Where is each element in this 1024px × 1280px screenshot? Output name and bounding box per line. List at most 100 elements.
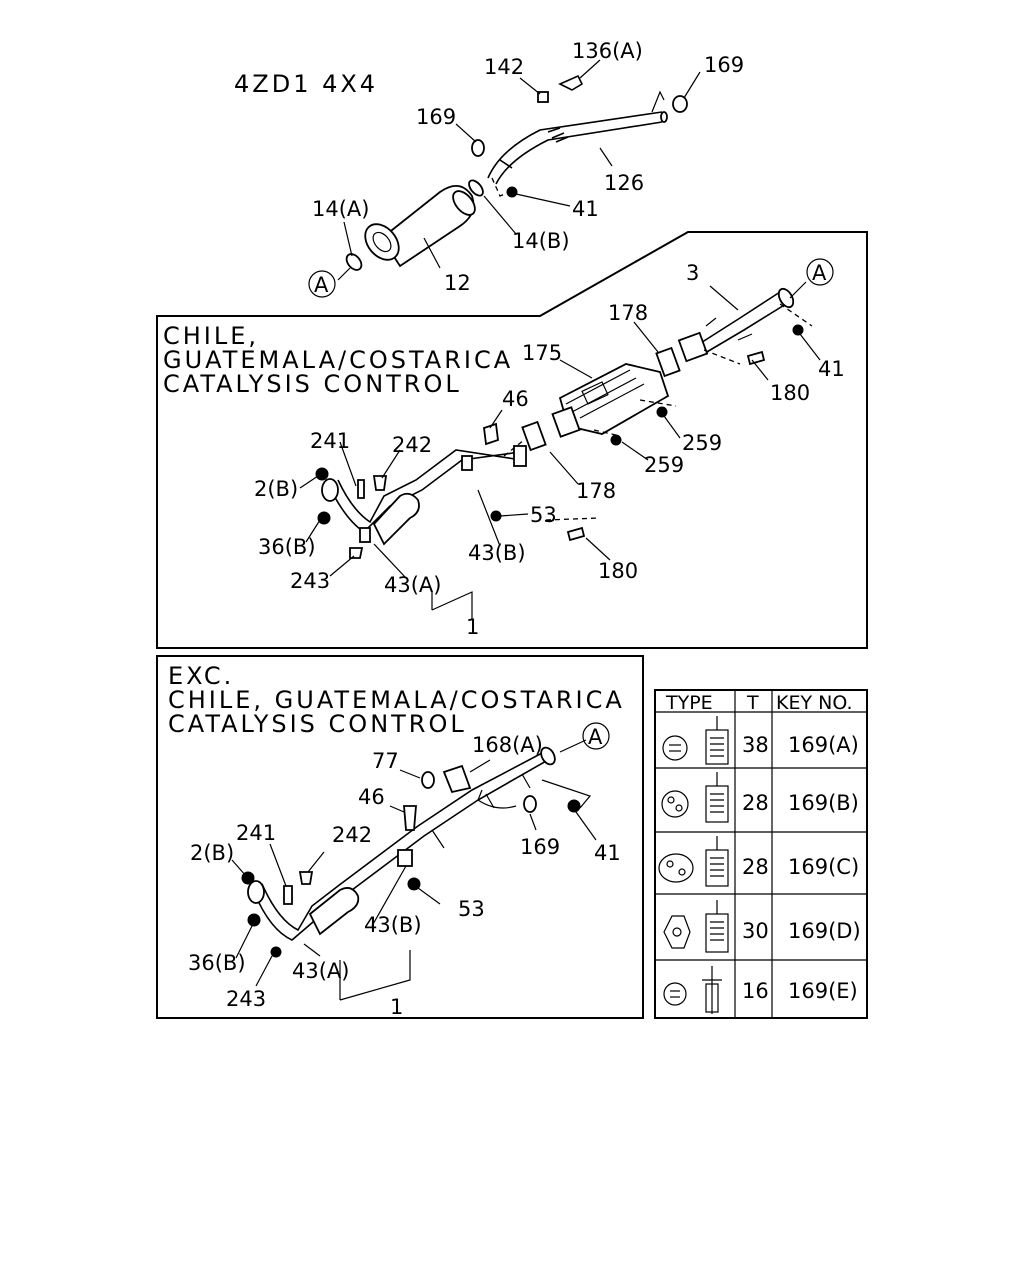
label-180-bottom: 180 — [598, 559, 638, 583]
table-row-d-key: 169(D) — [788, 919, 861, 943]
nut-36b-exc — [247, 913, 261, 927]
label-12: 12 — [444, 271, 471, 295]
table-row-e-key: 169(E) — [788, 979, 858, 1003]
label-1-chile: 1 — [466, 615, 479, 639]
mount-type-a-icon — [662, 716, 729, 765]
gasket-14b — [468, 179, 484, 197]
table-header-type: TYPE — [665, 692, 713, 714]
label-14a: 14(A) — [312, 197, 369, 221]
exc-title-line3: CATALYSIS CONTROL — [168, 710, 467, 738]
model-title: 4ZD1 4X4 — [234, 70, 378, 98]
label-168a: 168(A) — [472, 733, 543, 757]
rubber-mount-169-left — [471, 139, 485, 157]
label-3: 3 — [686, 261, 699, 285]
label-142: 142 — [484, 55, 524, 79]
label-46-exc: 46 — [358, 785, 385, 809]
bolt-180-top — [746, 350, 766, 366]
rubber-77 — [421, 771, 435, 789]
mount-type-b-icon — [661, 772, 729, 823]
label-169-top-right: 169 — [704, 53, 744, 77]
ref-a-top: A — [314, 273, 329, 297]
sensor-241-chile — [357, 479, 365, 499]
pipe-3 — [677, 287, 795, 363]
label-36b-chile: 36(B) — [258, 535, 316, 559]
bolt-46-exc — [403, 805, 417, 831]
label-77: 77 — [372, 749, 399, 773]
label-14b: 14(B) — [512, 229, 570, 253]
label-53-exc: 53 — [458, 897, 485, 921]
label-41-chile: 41 — [818, 357, 845, 381]
label-1-exc: 1 — [390, 995, 403, 1019]
plug-242-chile — [372, 475, 388, 491]
front-pipe-1-exc — [253, 746, 556, 941]
mount-type-e-icon — [663, 966, 722, 1014]
label-259-b: 259 — [644, 453, 684, 477]
label-180-top: 180 — [770, 381, 810, 405]
nut-41-exc — [567, 799, 581, 813]
tail-pipe-126 — [487, 90, 668, 185]
table-header-t: T — [746, 692, 759, 714]
label-43b-exc: 43(B) — [364, 913, 422, 937]
ref-a-exc: A — [588, 725, 603, 749]
nut-2b-chile — [315, 467, 329, 481]
gasket-14a — [345, 253, 363, 271]
label-242-exc: 242 — [332, 823, 372, 847]
label-43a-chile: 43(A) — [384, 573, 441, 597]
table-row-a-t: 38 — [742, 733, 769, 757]
catalytic-converter-175 — [551, 363, 670, 438]
nut-41-top — [506, 186, 518, 198]
exc-title-line2: CHILE, GUATEMALA/COSTARICA — [168, 686, 625, 714]
chile-title-line3: CATALYSIS CONTROL — [163, 370, 462, 398]
ref-circle-a-top — [308, 270, 336, 298]
ref-circle-a-exc — [582, 722, 610, 750]
table-row-c-key: 169(C) — [788, 855, 859, 879]
label-169-top-left: 169 — [416, 105, 456, 129]
label-241-chile: 241 — [310, 429, 350, 453]
ref-a-chile: A — [812, 261, 827, 285]
type-table: TYPE T KEY NO. 38 169( — [654, 689, 868, 1019]
label-243-chile: 243 — [290, 569, 330, 593]
chile-title-line1: CHILE, — [163, 322, 259, 350]
nut-36b-chile — [317, 511, 331, 525]
rubber-169-exc — [523, 795, 537, 813]
label-178-bottom: 178 — [576, 479, 616, 503]
label-43a-exc: 43(A) — [292, 959, 349, 983]
table-row-b-t: 28 — [742, 791, 769, 815]
front-pipe-1-chile — [329, 445, 527, 546]
mount-type-d-icon — [663, 900, 729, 953]
label-175: 175 — [522, 341, 562, 365]
nut-53-exc — [407, 877, 421, 891]
table-row-b-key: 169(B) — [788, 791, 859, 815]
label-136a: 136(A) — [572, 39, 643, 63]
exc-title-line1: EXC. — [168, 662, 234, 690]
table-row-a-key: 169(A) — [788, 733, 859, 757]
table-row-d-t: 30 — [742, 919, 769, 943]
bolt-180-bottom — [566, 526, 586, 542]
label-241-exc: 241 — [236, 821, 276, 845]
clip-243-chile — [349, 547, 364, 559]
label-43b-chile: 43(B) — [468, 541, 526, 565]
nut-53-chile — [490, 510, 502, 522]
label-46-chile: 46 — [502, 387, 529, 411]
label-53-chile: 53 — [530, 503, 557, 527]
plug-242-exc — [298, 871, 314, 885]
clip-243-exc — [270, 946, 282, 958]
label-178-top: 178 — [608, 301, 648, 325]
label-243-exc: 243 — [226, 987, 266, 1011]
label-41-top: 41 — [572, 197, 599, 221]
mount-type-c-icon — [658, 836, 729, 887]
bracket-168a — [442, 764, 472, 794]
flange-2b-chile — [321, 478, 339, 502]
rubber-mount-169-right — [672, 95, 688, 113]
label-169-exc: 169 — [520, 835, 560, 859]
table-row-c-t: 28 — [742, 855, 769, 879]
flange-2b-exc — [247, 880, 265, 904]
muffler-part-12 — [364, 185, 476, 268]
label-41-exc: 41 — [594, 841, 621, 865]
label-259-a: 259 — [682, 431, 722, 455]
nut-41-chile — [792, 324, 804, 336]
bolt-142 — [537, 91, 549, 103]
table-header-key: KEY NO. — [776, 692, 853, 714]
label-242-chile: 242 — [392, 433, 432, 457]
